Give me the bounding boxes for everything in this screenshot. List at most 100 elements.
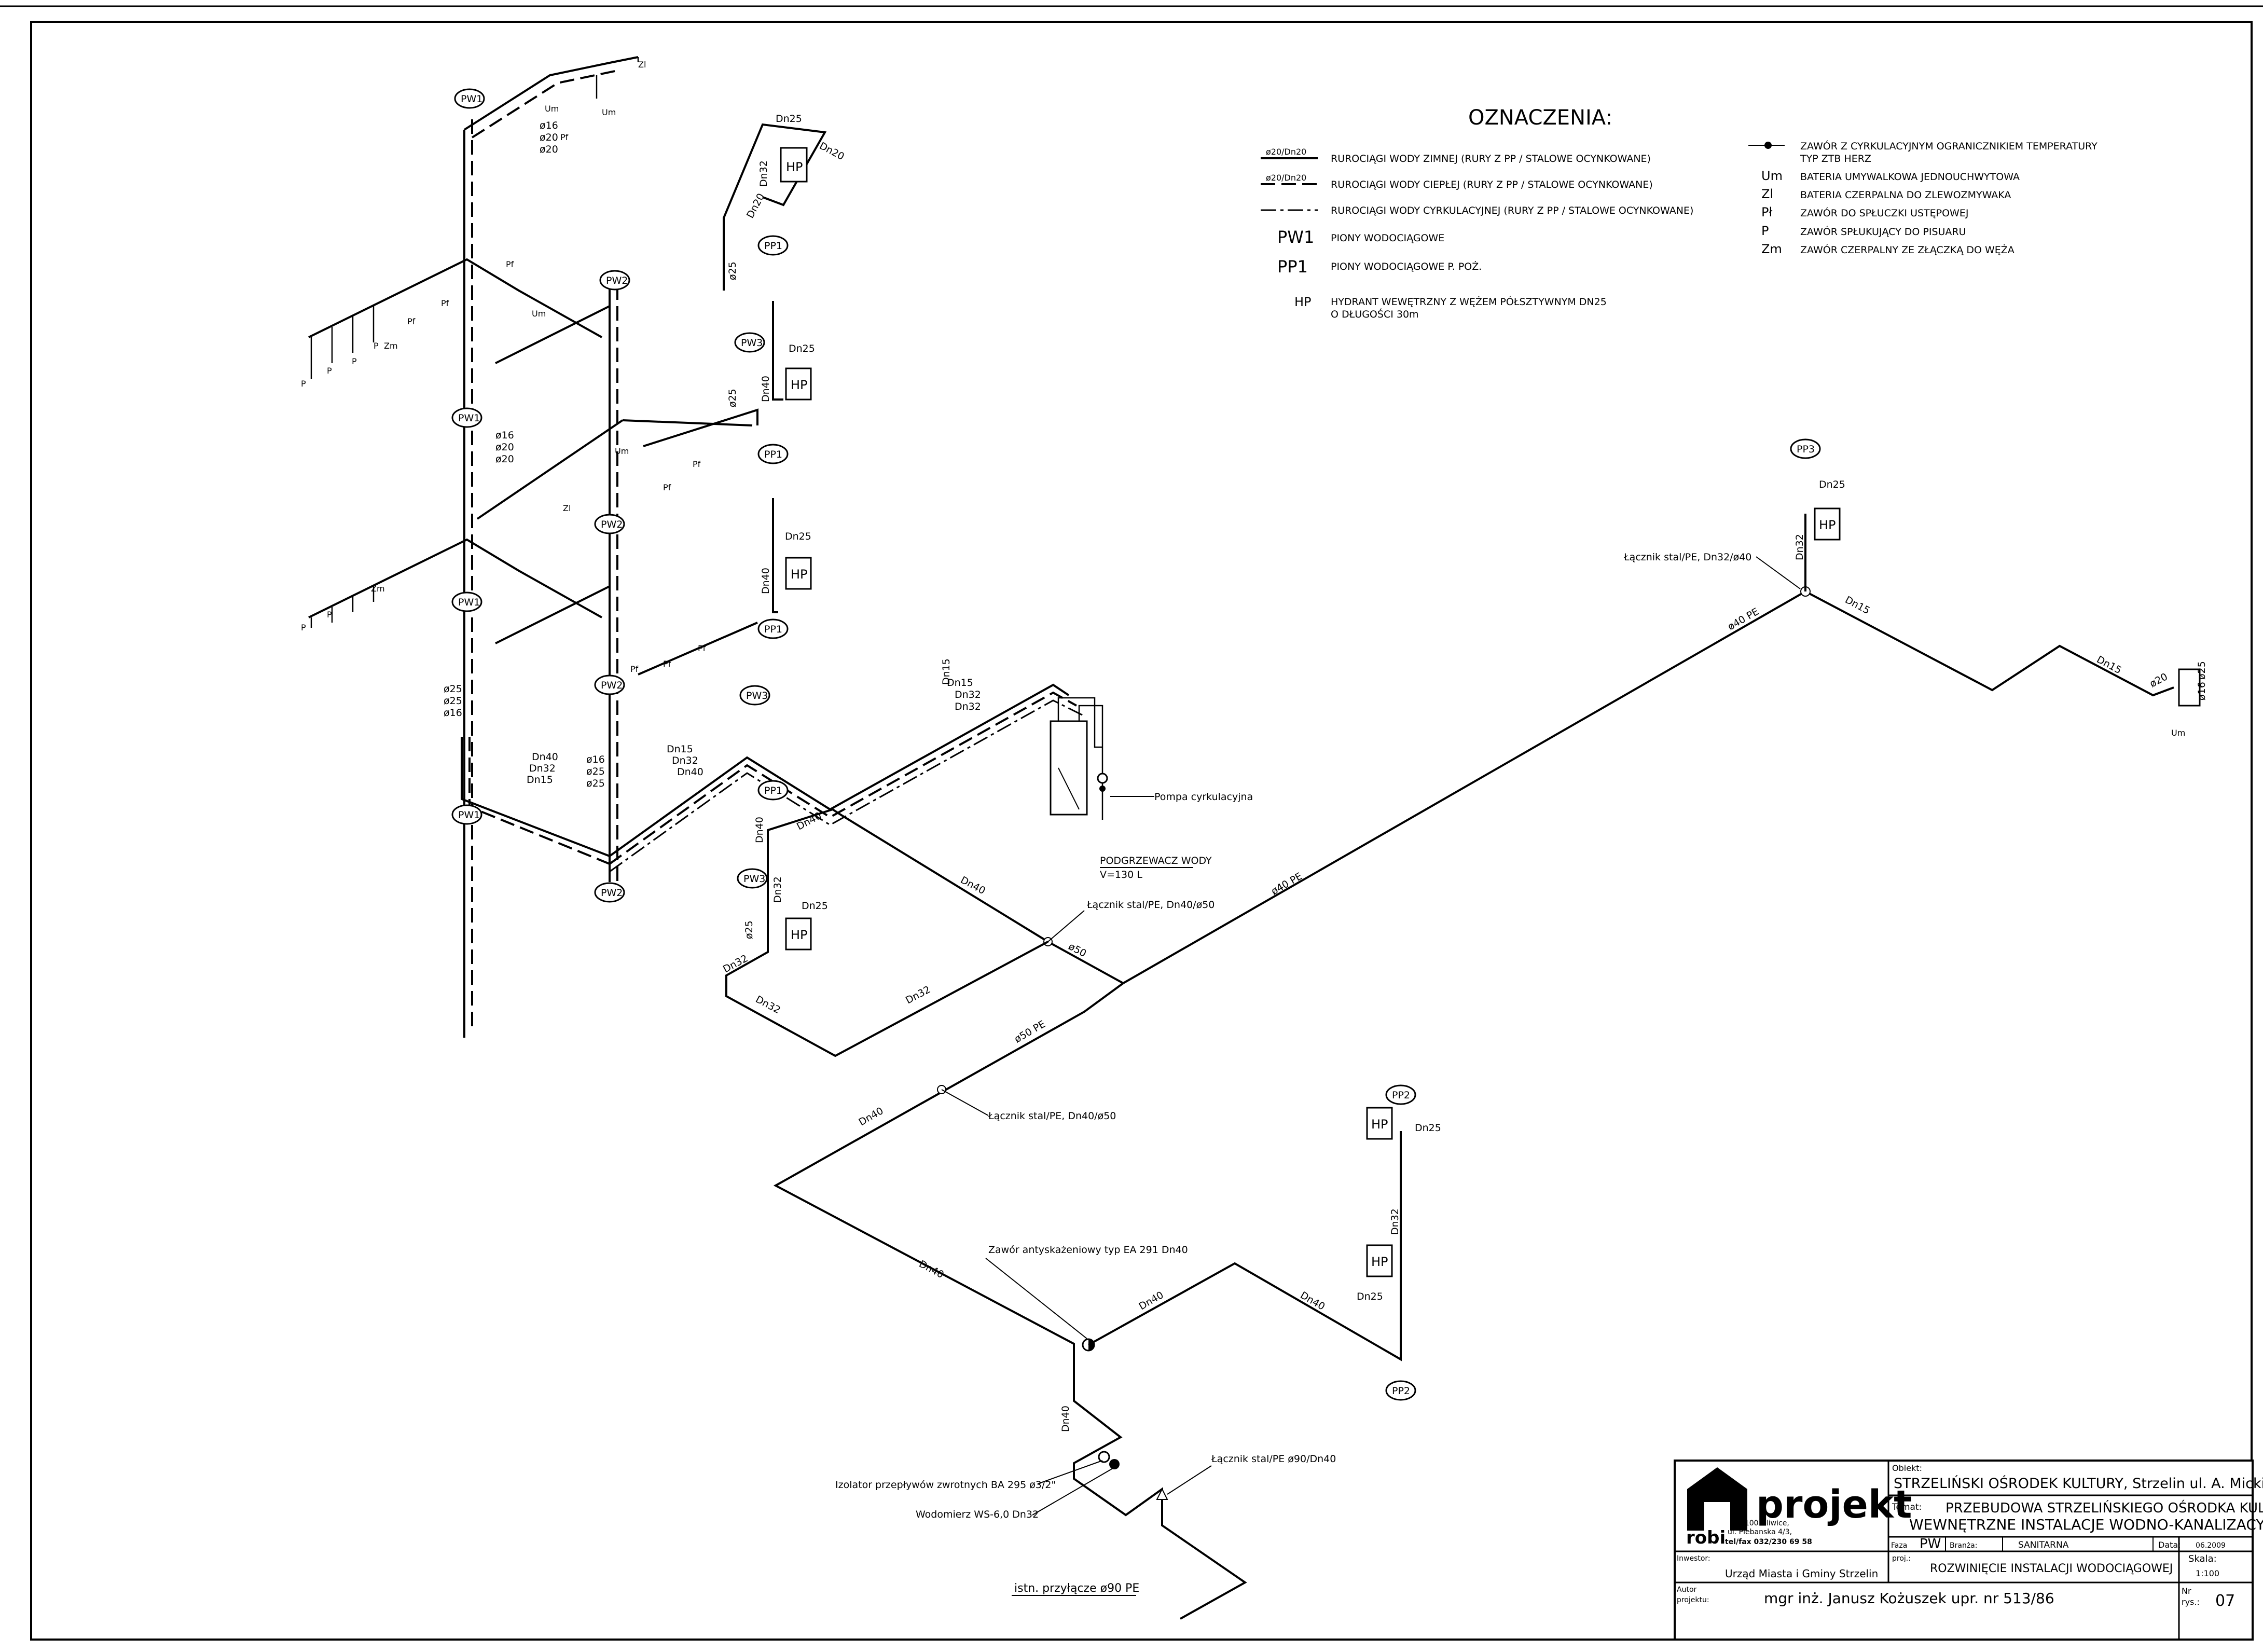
size-label: Dn20 (744, 191, 767, 220)
size-label: ø16 (444, 707, 462, 719)
water-heater-icon (1050, 720, 1088, 816)
riser-bubble-pw2 (599, 270, 630, 291)
pw2-lower-right (638, 622, 758, 676)
size-label: ø16 (586, 754, 605, 765)
fixture-p: P (327, 610, 332, 620)
riser-bubble-pw2d (594, 882, 625, 903)
fixture-box-pp3 (2178, 668, 2201, 707)
riser-label-pp3: PP3 (1797, 444, 1815, 455)
pw1-floor-2-branch (308, 258, 602, 338)
size-label: Dn32 (721, 953, 750, 975)
size-label: ø20 (540, 144, 558, 155)
hydrant-box-2 (785, 367, 812, 401)
legend-circ-text: RUROCIĄGI WODY CYRKULACYJNEJ (RURY Z PP … (1331, 205, 1693, 216)
heater-leader (1058, 767, 1080, 810)
fixture-um: Um (545, 104, 559, 114)
riser-bubble-pp1c (757, 618, 789, 639)
legend-p-symbol: P (1761, 224, 1769, 238)
fixture-pf: Pf (663, 483, 671, 492)
legend-hydrant-symbol: HP (1294, 295, 1312, 309)
cold-feed-to-heater (609, 683, 1070, 857)
hot-line-from-heater (609, 691, 1077, 865)
legend-p-text: ZAWÓR SPŁUKUJĄCY DO PISUARU (1800, 225, 1966, 238)
pw2-floor-line (643, 408, 758, 447)
size-label: Dn40 (917, 1258, 946, 1281)
annotation-antiback: Zawór antyskażeniowy typ EA 291 Dn40 (988, 1244, 1188, 1256)
riser-bubbles: PW1 PW2 PW1 PW2 PW1 PW2 PW1 PW2 PP1 PW3 … (451, 88, 1821, 1401)
size-label: Dn25 (1415, 1122, 1441, 1134)
riser-bubble-pw1d (451, 804, 482, 825)
riser-bubble-pp3 (1790, 438, 1821, 459)
riser-bubble-pp1d (757, 780, 789, 801)
fixture-zl: Zl (563, 503, 571, 513)
size-label: Dn40 (760, 568, 771, 594)
riser-bubble-pw3b (739, 685, 770, 706)
heater-pipe-top (1057, 697, 1102, 748)
hydrant-box-1 (780, 147, 808, 183)
legend-ztb-text: ZAWÓR Z CYRKULACYJNYM OGRANICZNIKIEM TEM… (1800, 140, 2098, 152)
size-label: Dn40 (760, 376, 771, 402)
main-supply-network (609, 514, 2174, 1620)
pw1-floor-1-branch (308, 538, 602, 618)
steel-pe-fitting-icon (1156, 1488, 1168, 1500)
size-label: ø20 (495, 442, 514, 453)
legend-riser-symbol: PW1 (1277, 227, 1314, 247)
fixture-um: Um (532, 309, 546, 319)
pump-check-valve-icon (1099, 786, 1106, 792)
object-label: Obiekt: (1892, 1463, 1922, 1473)
riser-bubble-pw2c (594, 674, 625, 695)
fixture-p: P (374, 341, 379, 351)
size-label: Dn15 (947, 677, 973, 689)
conn-pp3-leader (1756, 556, 1801, 589)
legend-zm-text: ZAWÓR CZERPALNY ZE ZŁĄCZKĄ DO WĘŻA (1800, 243, 2014, 256)
size-label: Dn25 (1819, 479, 1845, 490)
riser-bubble-pp2b (1385, 1380, 1416, 1401)
size-label: ø25 (727, 261, 738, 280)
fixture-pf: Pf (506, 259, 514, 269)
fixture-pf: Pf (560, 132, 569, 142)
legend-hot-symbol: ø20/Dn20 (1266, 173, 1306, 183)
company-name: projekt (1756, 1482, 1912, 1527)
size-label: ø25 (2196, 661, 2207, 680)
branch-value: SANITARNA (2018, 1540, 2069, 1550)
legend-zl-text: BATERIA CZERPALNA DO ZLEWOZMYWAKA (1800, 189, 2011, 201)
pw2-branch-b (495, 585, 610, 644)
legend-fire-riser-text: PIONY WODOCIĄGOWE P. POŻ. (1331, 260, 1482, 272)
legend-ztb-valve-icon (1764, 142, 1772, 149)
main-trunk-pipe (773, 982, 1124, 1359)
conn-top-leader (1047, 910, 1085, 942)
antiback-leader (985, 1258, 1087, 1339)
investor-label: Inwestor: (1677, 1554, 1710, 1563)
size-label: Dn40 (532, 751, 558, 763)
company-logo-icon (1687, 1467, 1747, 1531)
size-label: Dn32 (1389, 1208, 1401, 1235)
heater-feed-pipe (1047, 941, 1124, 984)
hydrant-label-7: HP (1819, 518, 1836, 532)
date-label: Data: (2158, 1540, 2181, 1550)
title-block-frame (1674, 1460, 2254, 1641)
nr-value: 07 (2215, 1592, 2235, 1610)
legend-cold-symbol: ø20/Dn20 (1266, 147, 1306, 157)
fixture-pf: Pf (693, 459, 701, 469)
riser-label-pw3c: PW3 (743, 873, 765, 885)
legend-ztb-text2: TYP ZTB HERZ (1800, 153, 1871, 164)
hydrant-label-5: HP (1371, 1117, 1388, 1132)
pp2-branch-pipe (1088, 1131, 1402, 1361)
fixture-p: P (327, 366, 332, 376)
legend-fire-riser-symbol: PP1 (1277, 257, 1308, 277)
hydrant-label-3: HP (791, 567, 808, 582)
hydrant-box-3 (785, 557, 812, 590)
circulation-pump-icon (1097, 773, 1108, 784)
heater-pipe-right (1078, 705, 1103, 820)
fixture-um: Um (615, 446, 629, 456)
size-label: ø20 (540, 132, 558, 143)
annotation-isolator: Izolator przepływów zwrotnych BA 295 ø3/… (835, 1479, 1056, 1491)
legend-zm-symbol: Zm (1761, 242, 1782, 256)
hydrant-box-5 (1366, 1107, 1393, 1140)
nr-label-2: rys.: (2182, 1597, 2200, 1607)
size-label: Dn25 (785, 531, 811, 542)
annotation-meter: Wodomierz WS-6,0 Dn32 (916, 1509, 1039, 1520)
size-label: ø16 (540, 120, 558, 131)
